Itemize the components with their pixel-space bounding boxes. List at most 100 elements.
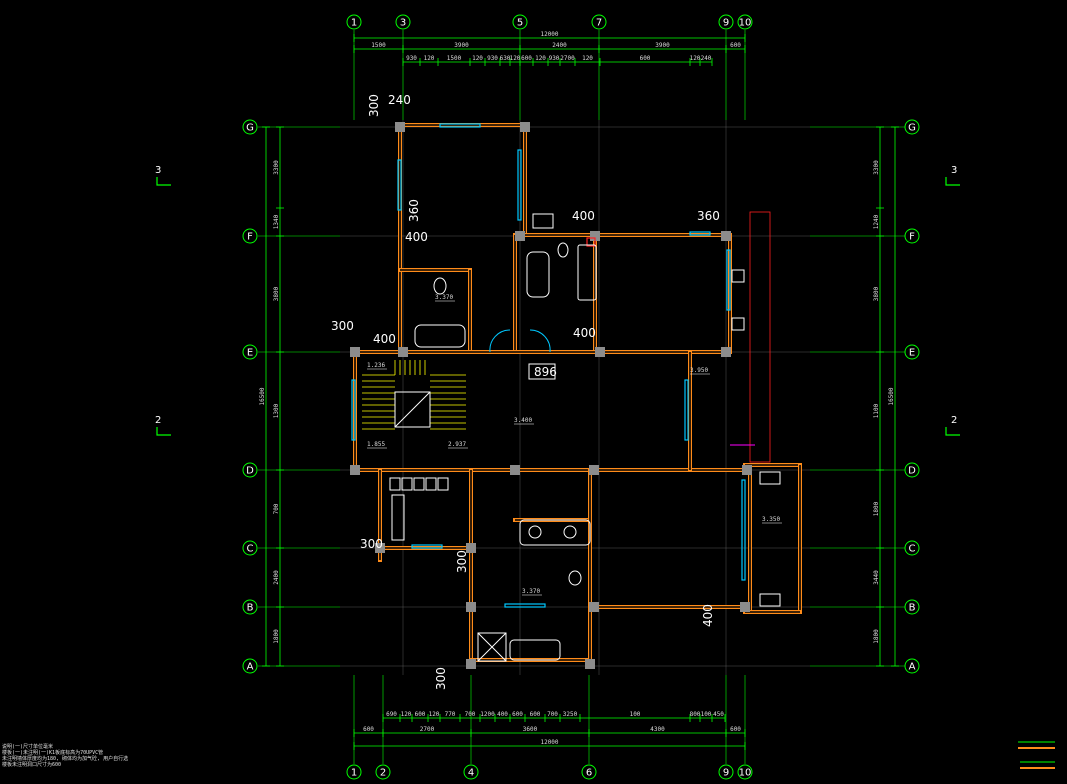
dim-left-label: 1800 xyxy=(273,629,280,644)
window xyxy=(397,159,402,211)
structural-column xyxy=(590,231,600,241)
dim-bottom-minor-label: 120 xyxy=(429,711,440,718)
fixture xyxy=(519,519,591,546)
axis-bubble-right xyxy=(904,228,920,244)
fixture xyxy=(401,477,413,491)
note-line: 楼板(一)未注明(一)K1板底标高为70UPVC管 xyxy=(2,750,104,756)
dim-left-label: 3300 xyxy=(273,160,280,175)
structural-column xyxy=(589,602,599,612)
red-marker xyxy=(586,237,596,247)
axis-bubble-left-label: B xyxy=(247,603,254,614)
axis-bubble-right-label: A xyxy=(909,662,916,673)
fixture xyxy=(391,494,405,541)
dim-top-major-label: 2400 xyxy=(552,42,567,49)
structural-column xyxy=(510,465,520,475)
fixture xyxy=(731,269,745,283)
dim-bottom-major-label: 3600 xyxy=(523,726,538,733)
fixture xyxy=(759,593,781,607)
dim-left-label: 700 xyxy=(273,503,280,514)
large-dimension: 896 xyxy=(534,365,557,379)
dim-top-major-label: 3900 xyxy=(655,42,670,49)
section-mark-label: 2 xyxy=(951,415,957,426)
axis-bubble-left xyxy=(242,462,258,478)
structural-column xyxy=(740,602,750,612)
dim-bottom-minor-label: 700 xyxy=(547,711,558,718)
dim-right-label: 1240 xyxy=(873,214,880,229)
dim-top-minor-label: 600 xyxy=(521,55,532,62)
structural-column xyxy=(350,347,360,357)
section-mark-label: 2 xyxy=(155,415,161,426)
axis-bubble-right xyxy=(904,462,920,478)
axis-bubble-left-label: F xyxy=(247,232,253,243)
dim-left-label: 3800 xyxy=(273,286,280,301)
axis-bubble-left-label: E xyxy=(247,348,253,359)
dim-left-label: 1300 xyxy=(273,403,280,418)
axis-bubble-top xyxy=(591,14,607,30)
dim-top-minor-label: 120 xyxy=(535,55,546,62)
window xyxy=(689,231,711,236)
dim-top-minor-label: 120 xyxy=(472,55,483,62)
stair-arrow xyxy=(394,391,431,428)
section-mark xyxy=(945,427,960,436)
large-dimension: 360 xyxy=(697,209,720,223)
large-dimension: 300 xyxy=(360,537,383,551)
dim-left-total-label: 16500 xyxy=(259,387,266,405)
large-dimension: 400 xyxy=(405,230,428,244)
axis-bubble-left xyxy=(242,119,258,135)
dim-top-minor-label: 1500 xyxy=(447,55,462,62)
dim-bottom-minor-label: 400 xyxy=(497,711,508,718)
dim-top-minor-label: 120 xyxy=(582,55,593,62)
axis-bubble-bottom xyxy=(463,764,479,780)
axis-bubble-right xyxy=(904,658,920,674)
axis-bubble-bottom-label: 4 xyxy=(468,768,474,779)
large-dimension: 300 xyxy=(367,94,381,117)
axis-bubble-top-label: 9 xyxy=(723,18,729,29)
dim-bottom-minor-label: 600 xyxy=(512,711,523,718)
axis-bubble-left xyxy=(242,228,258,244)
shower-cross xyxy=(477,632,507,662)
window xyxy=(351,379,356,441)
large-dimension: 300 xyxy=(434,667,448,690)
dim-bottom-minor-label: 600 xyxy=(530,711,541,718)
note-line: 未注明墙体厚度均为180, 砌体均为加气砼, 用户自行选 xyxy=(2,756,129,762)
toilet xyxy=(557,242,569,258)
dim-right-label: 1800 xyxy=(873,629,880,644)
large-dimension: 300 xyxy=(331,319,354,333)
dim-bottom-minor-label: 800 xyxy=(690,711,701,718)
window xyxy=(504,603,546,608)
level-mark: 3.950 xyxy=(690,367,708,374)
window xyxy=(684,379,689,441)
axis-bubble-bottom-label: 9 xyxy=(723,768,729,779)
level-mark: 3.400 xyxy=(514,417,532,424)
fixture xyxy=(759,471,781,485)
axis-bubble-top-label: 7 xyxy=(596,18,602,29)
dim-left-label: 2400 xyxy=(273,570,280,585)
axis-bubble-bottom xyxy=(581,764,597,780)
large-dimension: 400 xyxy=(573,326,596,340)
fixture xyxy=(414,324,466,348)
axis-bubble-bottom xyxy=(718,764,734,780)
dim-top-minor-label: 600 xyxy=(640,55,651,62)
dim-top-major-label: 600 xyxy=(730,42,741,49)
axis-bubble-bottom xyxy=(346,764,362,780)
axis-bubble-bottom-label: 1 xyxy=(351,768,357,779)
dim-bottom-minor-label: 770 xyxy=(445,711,456,718)
dim-bottom-major-label: 4300 xyxy=(650,726,665,733)
structural-column xyxy=(520,122,530,132)
axis-bubble-top xyxy=(395,14,411,30)
structural-column xyxy=(350,465,360,475)
axis-bubble-left-label: A xyxy=(247,662,254,673)
axis-bubble-left-label: D xyxy=(246,466,254,477)
structural-column xyxy=(589,465,599,475)
large-dimension: 400 xyxy=(572,209,595,223)
dim-bottom-total-label: 12000 xyxy=(540,739,558,746)
structural-column xyxy=(375,543,385,553)
dim-top-minor-label: 120 xyxy=(510,55,521,62)
fixture xyxy=(425,477,437,491)
dim-top-minor-label: 120 xyxy=(424,55,435,62)
dim-right-label: 3440 xyxy=(873,570,880,585)
structural-column xyxy=(395,122,405,132)
dim-top-minor-label: 930 xyxy=(487,55,498,62)
axis-bubble-top xyxy=(512,14,528,30)
